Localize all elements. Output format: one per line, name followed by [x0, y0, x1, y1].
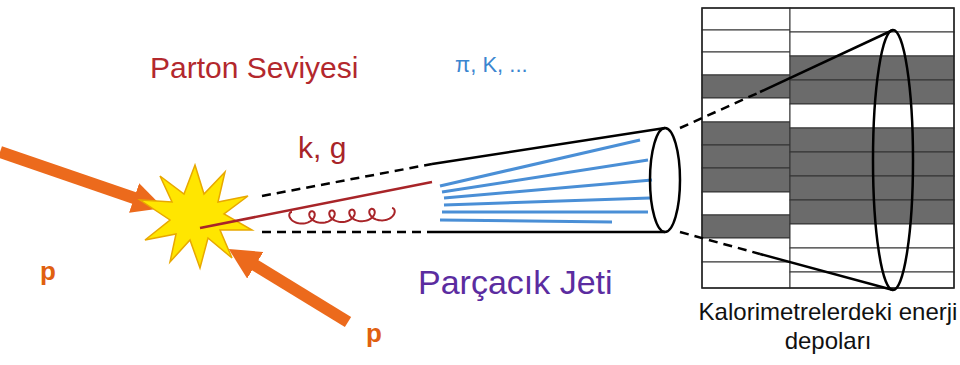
calorimeter-cell	[702, 122, 790, 145]
calorimeter-cell	[790, 56, 954, 80]
calorimeter-cell	[790, 224, 954, 248]
collision-star	[140, 165, 252, 268]
gluon-spring	[289, 208, 394, 224]
calorimeter-cell	[702, 52, 790, 75]
calorimeter-cell	[702, 75, 790, 98]
calorimeter-cell	[790, 80, 954, 104]
calorimeter-cell	[702, 262, 790, 288]
cone-line	[432, 128, 665, 164]
cone-line	[262, 231, 432, 234]
calorimeter-cell	[790, 200, 954, 224]
hadron-label: π, K, ...	[455, 52, 528, 78]
proton-arrow	[250, 262, 348, 322]
calorimeter-cell	[702, 8, 790, 30]
calorimeter-cell	[790, 8, 954, 32]
cone-line	[432, 231, 665, 234]
cone-line	[680, 92, 760, 128]
jet-title: Parçacık Jeti	[418, 262, 613, 303]
calorimeter-cell	[702, 30, 790, 52]
cone-line	[760, 30, 893, 92]
calorimeter-cell	[702, 192, 790, 215]
proton-label: p	[366, 318, 382, 349]
calorimeter-caption: Kalorimetrelerdeki enerji depoları	[698, 298, 958, 356]
proton-label: p	[40, 256, 56, 287]
parton-label: k, g	[298, 130, 346, 166]
proton-arrow	[0, 152, 140, 200]
cone-ellipse	[650, 128, 680, 232]
cone-line	[262, 164, 432, 196]
calorimeter-cell	[702, 168, 790, 192]
cone-line	[680, 232, 760, 254]
calorimeter-frame	[702, 8, 954, 288]
cone-line	[760, 254, 893, 290]
hadron-lines	[440, 140, 652, 222]
level-title: Parton Seviyesi	[150, 50, 358, 86]
calorimeter-cell	[702, 215, 790, 238]
calorimeter-cell	[790, 32, 954, 56]
calorimeter-cell	[702, 145, 790, 168]
calorimeter-cell	[790, 104, 954, 128]
calorimeter-grid	[702, 8, 954, 288]
calorimeter-cell	[702, 98, 790, 122]
cone-ellipse	[873, 30, 913, 290]
quark-line	[200, 182, 432, 228]
